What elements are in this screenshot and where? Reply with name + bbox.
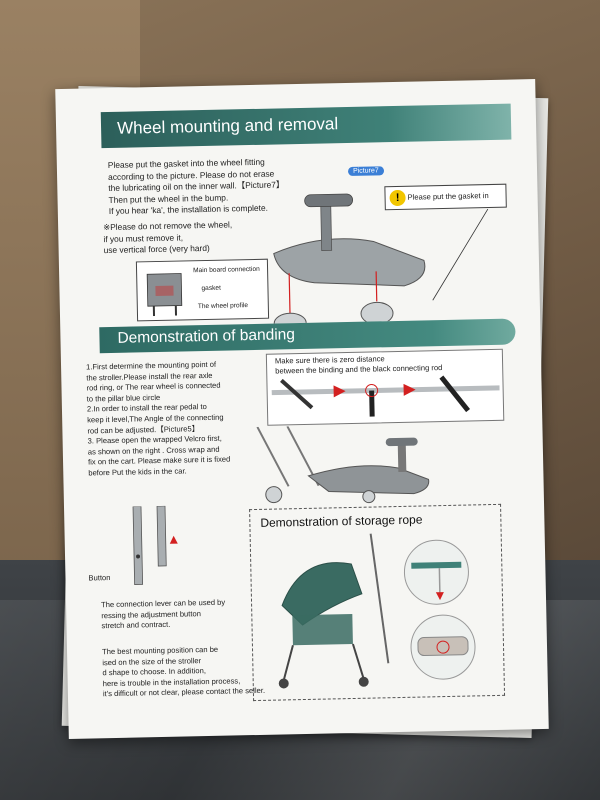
wheel-profile-label: The wheel profile: [197, 302, 249, 311]
arrow-up-icon: [169, 535, 178, 544]
zero-distance-box: Make sure there is zero distance between…: [265, 348, 505, 426]
button-label: Button: [88, 573, 111, 583]
banding-steps-diagram: [271, 375, 500, 417]
page-title: Wheel mounting and removal: [116, 114, 339, 138]
board-wheel-illustration: [273, 193, 489, 324]
lever-text: The connection lever can be used by ress…: [101, 597, 252, 632]
banding-steps: 1.First determine the mounting point of …: [86, 359, 263, 479]
instruction-sheet: Wheel mounting and removal Please put th…: [55, 79, 549, 739]
adjustment-lever-diagram: [132, 505, 178, 585]
arrow-icon: [333, 385, 346, 398]
stroller-board-illustration: [256, 425, 430, 504]
storage-rope-box: Demonstration of storage rope: [249, 503, 506, 702]
zero-distance-text: Make sure there is zero distance between…: [275, 353, 443, 376]
instruction-page: Wheel mounting and removal Please put th…: [86, 103, 523, 712]
banding-section-header: Demonstration of banding: [99, 318, 516, 354]
banding-title: Demonstration of banding: [117, 326, 296, 347]
storage-rope-illustration: [278, 533, 476, 689]
arrow-icon: [403, 383, 416, 396]
wheel-profile-inset: Main board connection gasket The wheel p…: [135, 258, 270, 322]
title-bar: Wheel mounting and removal: [100, 103, 512, 149]
storage-rope-title: Demonstration of storage rope: [260, 512, 423, 530]
gasket-label: gasket: [201, 284, 221, 293]
arrow-down-icon: [435, 592, 444, 601]
wheel-profile-diagram: [146, 273, 183, 317]
main-board-label: Main board connection: [193, 265, 260, 275]
lever-line: stretch and contract.: [101, 619, 171, 631]
